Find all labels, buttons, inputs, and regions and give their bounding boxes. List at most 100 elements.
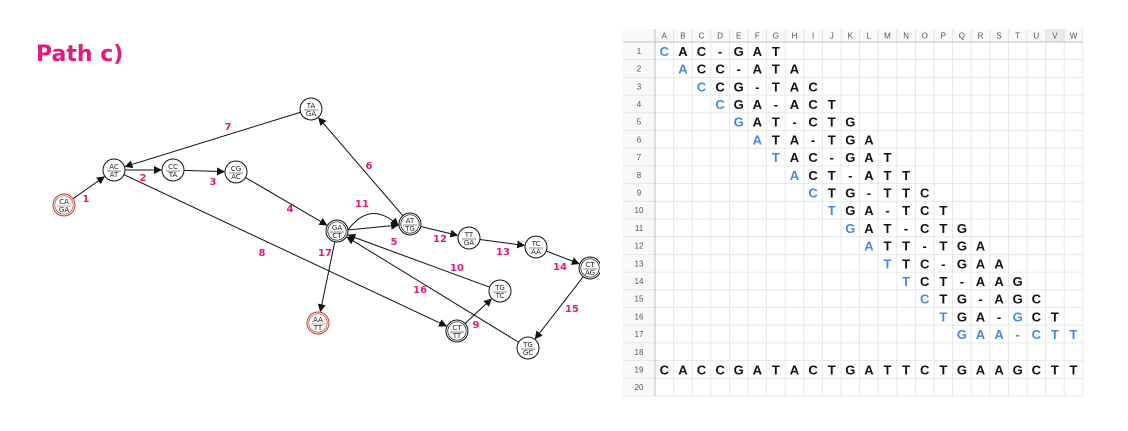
cell-r19[interactable]: A [976,362,986,377]
cell-j4[interactable]: T [828,97,836,112]
row-header-18[interactable]: 18 [635,348,644,357]
cell-q12[interactable]: G [957,239,967,254]
cell-n8[interactable]: T [902,168,910,183]
row-header-15[interactable]: 15 [635,295,644,304]
cell-q17[interactable]: G [957,327,967,342]
cell-h6[interactable]: A [790,132,800,147]
cell-p11[interactable]: T [939,221,947,236]
cell-o12[interactable]: - [923,239,927,254]
cell-p13[interactable]: - [941,256,945,271]
cell-d4[interactable]: C [715,97,725,112]
cell-d3[interactable]: C [715,79,725,94]
column-header-v[interactable]: V [1052,32,1058,41]
cell-i3[interactable]: C [808,79,818,94]
row-header-20[interactable]: 20 [635,383,644,392]
cell-i8[interactable]: C [808,168,818,183]
cell-r12[interactable]: A [976,239,986,254]
cell-h5[interactable]: - [792,115,796,130]
cell-q14[interactable]: - [960,274,964,289]
cell-l7[interactable]: A [864,150,874,165]
cell-l12[interactable]: A [864,239,874,254]
column-header-w[interactable]: W [1070,32,1078,41]
cell-i5[interactable]: C [808,115,818,130]
column-header-p[interactable]: P [941,32,946,41]
cell-k9[interactable]: G [845,185,855,200]
cell-a1[interactable]: C [660,44,670,59]
column-header-h[interactable]: H [792,32,798,41]
cell-w17[interactable]: T [1070,327,1078,342]
cell-u19[interactable]: C [1032,362,1042,377]
cell-h3[interactable]: A [790,79,800,94]
cell-j10[interactable]: T [828,203,836,218]
cell-w19[interactable]: T [1070,362,1078,377]
cell-p10[interactable]: T [939,203,947,218]
cell-s17[interactable]: A [994,327,1004,342]
cell-e4[interactable]: G [734,97,744,112]
cell-n19[interactable]: T [902,362,910,377]
cell-o15[interactable]: C [920,292,930,307]
cell-e19[interactable]: G [734,362,744,377]
cell-m7[interactable]: T [884,150,892,165]
cell-v17[interactable]: T [1051,327,1059,342]
cell-n12[interactable]: T [902,239,910,254]
cell-i9[interactable]: C [808,185,818,200]
cell-f1[interactable]: A [753,44,763,59]
cell-g7[interactable]: T [772,150,780,165]
cell-d2[interactable]: C [715,62,725,77]
cell-i6[interactable]: - [811,132,815,147]
cell-s14[interactable]: A [994,274,1004,289]
cell-t19[interactable]: G [1013,362,1023,377]
cell-p19[interactable]: T [939,362,947,377]
cell-l11[interactable]: A [864,221,874,236]
cell-k19[interactable]: G [845,362,855,377]
cell-l19[interactable]: A [864,362,874,377]
cell-c1[interactable]: C [697,44,707,59]
cell-c3[interactable]: C [697,79,707,94]
column-header-j[interactable]: J [830,32,834,41]
cell-u17[interactable]: C [1032,327,1042,342]
row-header-5[interactable]: 5 [637,118,642,127]
cell-t15[interactable]: G [1013,292,1023,307]
cell-i7[interactable]: C [808,150,818,165]
column-header-t[interactable]: T [1015,32,1020,41]
column-header-l[interactable]: L [867,32,872,41]
cell-o11[interactable]: C [920,221,930,236]
cell-g5[interactable]: T [772,115,780,130]
cell-f19[interactable]: A [753,362,763,377]
cell-h8[interactable]: A [790,168,800,183]
cell-f2[interactable]: A [753,62,763,77]
cell-g1[interactable]: T [772,44,780,59]
cell-m19[interactable]: T [884,362,892,377]
cell-f3[interactable]: - [755,79,759,94]
cell-r14[interactable]: A [976,274,986,289]
row-header-14[interactable]: 14 [635,277,644,286]
cell-n9[interactable]: T [902,185,910,200]
row-header-2[interactable]: 2 [637,65,642,74]
cell-j9[interactable]: T [828,185,836,200]
cell-r17[interactable]: A [976,327,986,342]
cell-s15[interactable]: A [994,292,1004,307]
row-header-16[interactable]: 16 [635,312,644,321]
cell-a19[interactable]: C [660,362,670,377]
row-header-19[interactable]: 19 [635,365,644,374]
row-header-8[interactable]: 8 [637,171,642,180]
column-header-d[interactable]: D [717,32,723,41]
cell-o9[interactable]: C [920,185,930,200]
cell-h7[interactable]: A [790,150,800,165]
row-header-1[interactable]: 1 [637,47,642,56]
column-header-f[interactable]: F [755,32,760,41]
cell-p16[interactable]: T [939,309,947,324]
cell-m9[interactable]: T [884,185,892,200]
cell-f4[interactable]: A [753,97,763,112]
cell-o19[interactable]: C [920,362,930,377]
cell-l8[interactable]: A [864,168,874,183]
cell-o14[interactable]: C [920,274,930,289]
